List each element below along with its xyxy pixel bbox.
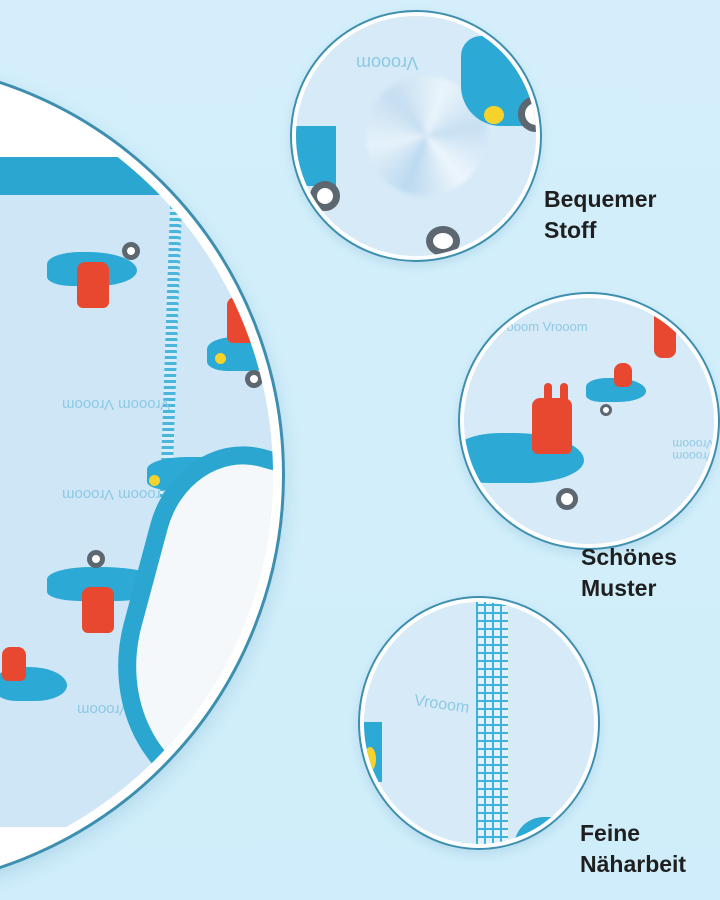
label-line: Bequemer: [544, 186, 657, 212]
detail-stitching-image: Vrooom: [358, 596, 600, 850]
main-product-image: Vrooom Vrooom Vrooom Vrooom Vrooom Vrooo…: [0, 60, 285, 890]
label-line: Schönes: [581, 544, 677, 570]
label-line: Feine: [580, 820, 641, 846]
feature-label-fabric: Bequemer Stoff: [544, 184, 656, 246]
image-ring: [358, 596, 600, 850]
label-line: Stoff: [544, 217, 597, 243]
feature-label-stitching: Feine Näharbeit: [580, 818, 686, 880]
label-line: Muster: [581, 575, 657, 601]
label-line: Näharbeit: [580, 851, 687, 877]
feature-label-pattern: Schönes Muster: [581, 542, 677, 604]
image-ring: [458, 292, 720, 550]
detail-fabric-image: Vrooom: [290, 10, 542, 262]
detail-pattern-image: Vrooom Vrooom Vrooom Vrooom: [458, 292, 720, 550]
image-ring: [290, 10, 542, 262]
